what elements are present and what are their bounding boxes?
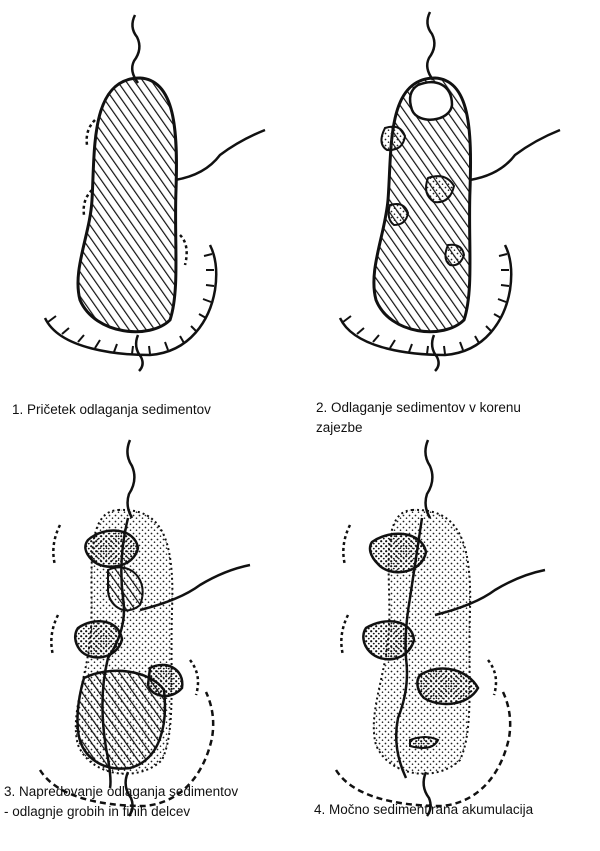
- side-deposit-4: [445, 245, 464, 266]
- caption-panel-4: 4. Močno sedimentirana akumulacija: [314, 800, 533, 820]
- caption-3-line-1: 3. Napredovanje odlaganja sedimentov: [4, 782, 238, 802]
- river-inflow-line: [427, 12, 434, 80]
- side-deposit-3: [389, 204, 408, 225]
- tributary-line: [175, 130, 265, 180]
- delta-deposit-head: [410, 82, 452, 119]
- river-outflow-line: [432, 335, 439, 371]
- reservoir-stage-2-svg: [300, 0, 600, 370]
- reservoir-body: [78, 78, 177, 332]
- bank-marks-right: [180, 235, 187, 265]
- caption-3-line-2: - odlagnje grobih in finih delcev: [4, 802, 238, 822]
- river-outflow-line: [136, 335, 143, 371]
- coarse-deposit-1: [85, 531, 138, 567]
- panel-2-diagram: 2. Odlaganje sedimentov v korenu zajezbe: [300, 0, 600, 370]
- coarse-deposit-2: [75, 621, 122, 657]
- caption-panel-1: 1. Pričetek odlaganja sedimentov: [12, 400, 211, 420]
- reservoir-stage-1-svg: [0, 0, 300, 370]
- side-deposit-1: [381, 127, 405, 150]
- caption-2-line-1: 2. Odlaganje sedimentov v korenu: [316, 398, 521, 418]
- panel-4-diagram: 4. Močno sedimentirana akumulacija: [300, 430, 600, 851]
- panel-3-diagram: 3. Napredovanje odlaganja sedimentov - o…: [0, 430, 300, 851]
- river-inflow-line: [127, 440, 134, 518]
- caption-4-text: 4. Močno sedimentirana akumulacija: [314, 800, 533, 820]
- caption-1-text: 1. Pričetek odlaganja sedimentov: [12, 400, 211, 420]
- reservoir-stage-4-svg: [300, 430, 600, 851]
- tributary-line: [470, 130, 560, 180]
- caption-panel-3: 3. Napredovanje odlaganja sedimentov - o…: [4, 782, 238, 822]
- panel-1-diagram: 1. Pričetek odlaganja sedimentov: [0, 0, 300, 370]
- river-inflow-line: [132, 15, 139, 83]
- coarse-deposit-3: [148, 665, 182, 696]
- river-inflow-line: [425, 440, 432, 518]
